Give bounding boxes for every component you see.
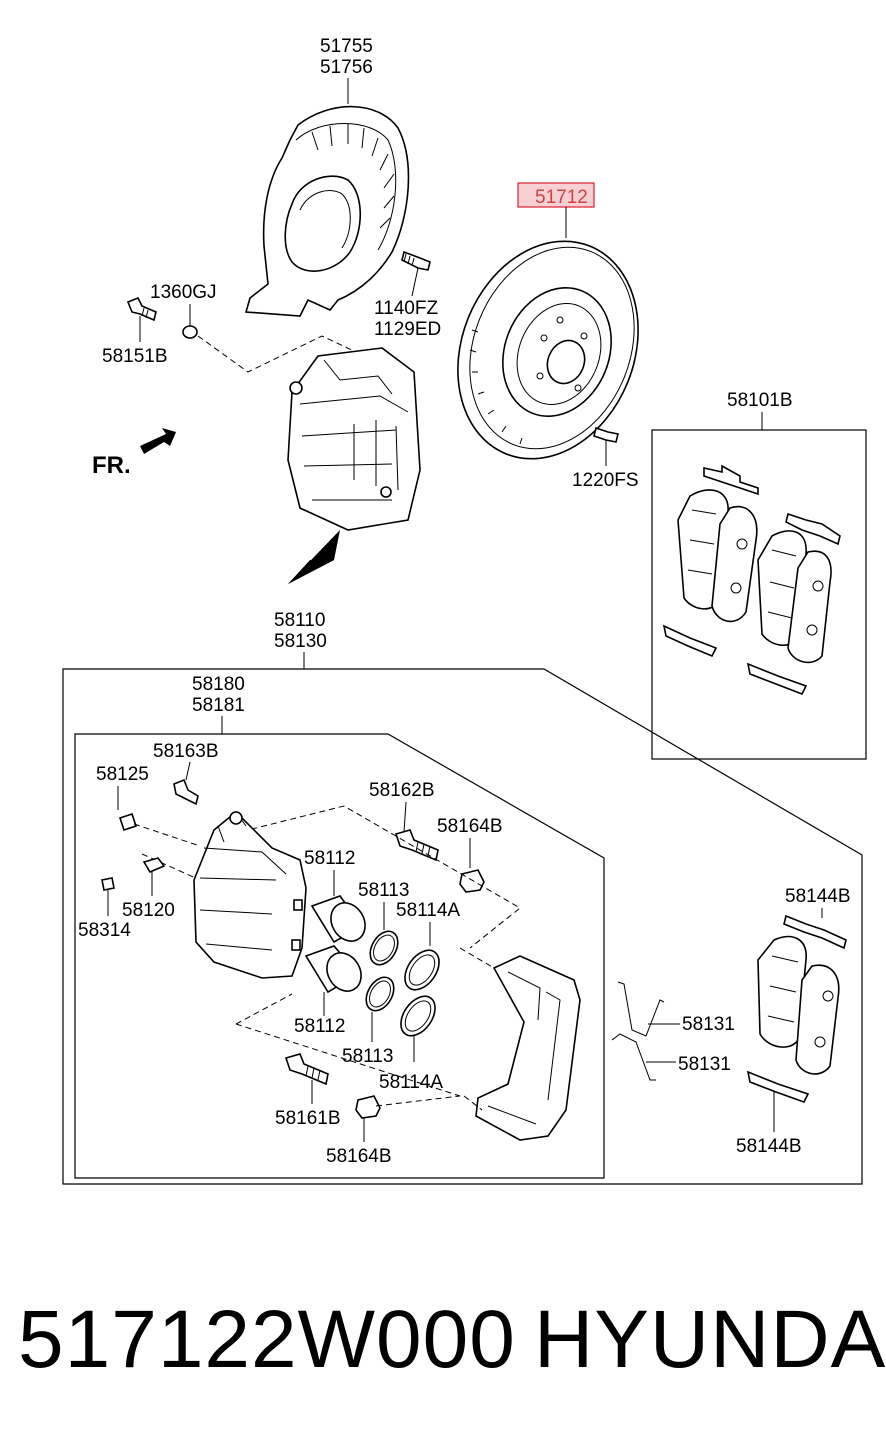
bleeder-icon <box>142 857 166 874</box>
boot-upper-callout: 58164B <box>437 816 503 837</box>
plug-callout: 58125 <box>96 764 149 785</box>
bleeder-cap-icon <box>173 778 199 806</box>
shield-bolt-b-callout: 58151B <box>102 346 168 367</box>
brand-name: HYUNDAI <box>534 1294 886 1385</box>
brake-pads-upper <box>662 464 841 696</box>
pad-kit-frame <box>651 429 867 760</box>
boot-ring-upper-icon <box>404 949 440 991</box>
shield-bolt-a-callout: 1360GJ <box>150 282 217 303</box>
boot-ring-lower-callout: 58114A <box>379 1072 443 1093</box>
guide-pin-lower-icon <box>284 1053 329 1086</box>
screw-callout: 1220FS <box>572 470 639 491</box>
piston-upper-icon <box>310 895 366 944</box>
disc-highlight-box <box>517 182 595 208</box>
disc-bolt-callout-2: 1129ED <box>374 319 441 340</box>
seal-lower-callout: 58113 <box>342 1046 393 1067</box>
bleeder-cap-callout: 58163B <box>153 741 219 762</box>
disc-screw-icon <box>593 426 619 443</box>
pad-set-top-callout: 58144B <box>785 886 851 907</box>
bushing-callout: 58314 <box>78 920 131 941</box>
dust-shield <box>244 105 410 317</box>
shield-callout-1: 51755 <box>320 36 373 57</box>
spring-upper-callout: 58131 <box>682 1014 735 1035</box>
boot-ring-lower-icon <box>400 995 436 1037</box>
part-number: 517122W000 <box>18 1294 516 1385</box>
boot-lower-callout: 58164B <box>326 1146 392 1167</box>
caliper-assy-callout-1: 58110 <box>274 610 325 631</box>
pad-spring-lower-icon <box>611 1033 656 1081</box>
disc-bolt-callout-1: 1140FZ <box>374 298 438 319</box>
guide-pin-upper-icon <box>394 829 439 862</box>
guide-pin-upper-callout: 58162B <box>369 780 435 801</box>
direction-label: FR. <box>92 452 131 479</box>
plug-icon <box>118 812 138 832</box>
brake-disc <box>457 240 639 460</box>
bushing-icon <box>101 877 115 891</box>
shield-mount-bolt-icon <box>126 296 157 322</box>
seal-lower-icon <box>365 976 395 1012</box>
shield-callout-2: 51756 <box>320 57 373 78</box>
boot-upper-icon <box>459 869 485 893</box>
bleeder-callout: 58120 <box>122 900 175 921</box>
caliper-assy-callout-2: 58130 <box>274 631 327 652</box>
piston-lower-icon <box>304 945 362 994</box>
pad-kit-callout: 58101B <box>727 390 793 411</box>
caliper-assy-frame <box>62 668 863 1185</box>
boot-ring-upper-callout: 58114A <box>396 900 460 921</box>
pad-spring-upper-icon <box>617 981 665 1037</box>
seal-upper-callout: 58113 <box>358 880 409 901</box>
caliper-body-callout-2: 58181 <box>192 695 245 716</box>
caliper-body <box>193 810 307 979</box>
washer-icon <box>182 325 198 339</box>
boot-lower-icon <box>355 1095 381 1119</box>
piston-lower-callout: 58112 <box>294 1016 345 1037</box>
seal-upper-icon <box>369 930 399 966</box>
caliper-body-frame <box>74 733 605 1179</box>
direction-arrow-icon <box>140 428 176 454</box>
shield-bolt-icon <box>401 250 431 271</box>
caliper-bracket <box>475 955 581 1141</box>
caliper-assembly-top <box>287 347 421 531</box>
pad-set-bottom-callout: 58144B <box>736 1136 802 1157</box>
guide-pin-lower-callout: 58161B <box>275 1108 341 1129</box>
caliper-body-callout-1: 58180 <box>192 674 245 695</box>
part-footer: 517122W000 HYUNDAI <box>0 1290 886 1410</box>
spring-lower-callout: 58131 <box>678 1054 731 1075</box>
disc-callout: 51712 <box>535 187 588 208</box>
piston-upper-callout: 58112 <box>304 848 355 869</box>
pad-set-icon <box>746 914 847 1103</box>
